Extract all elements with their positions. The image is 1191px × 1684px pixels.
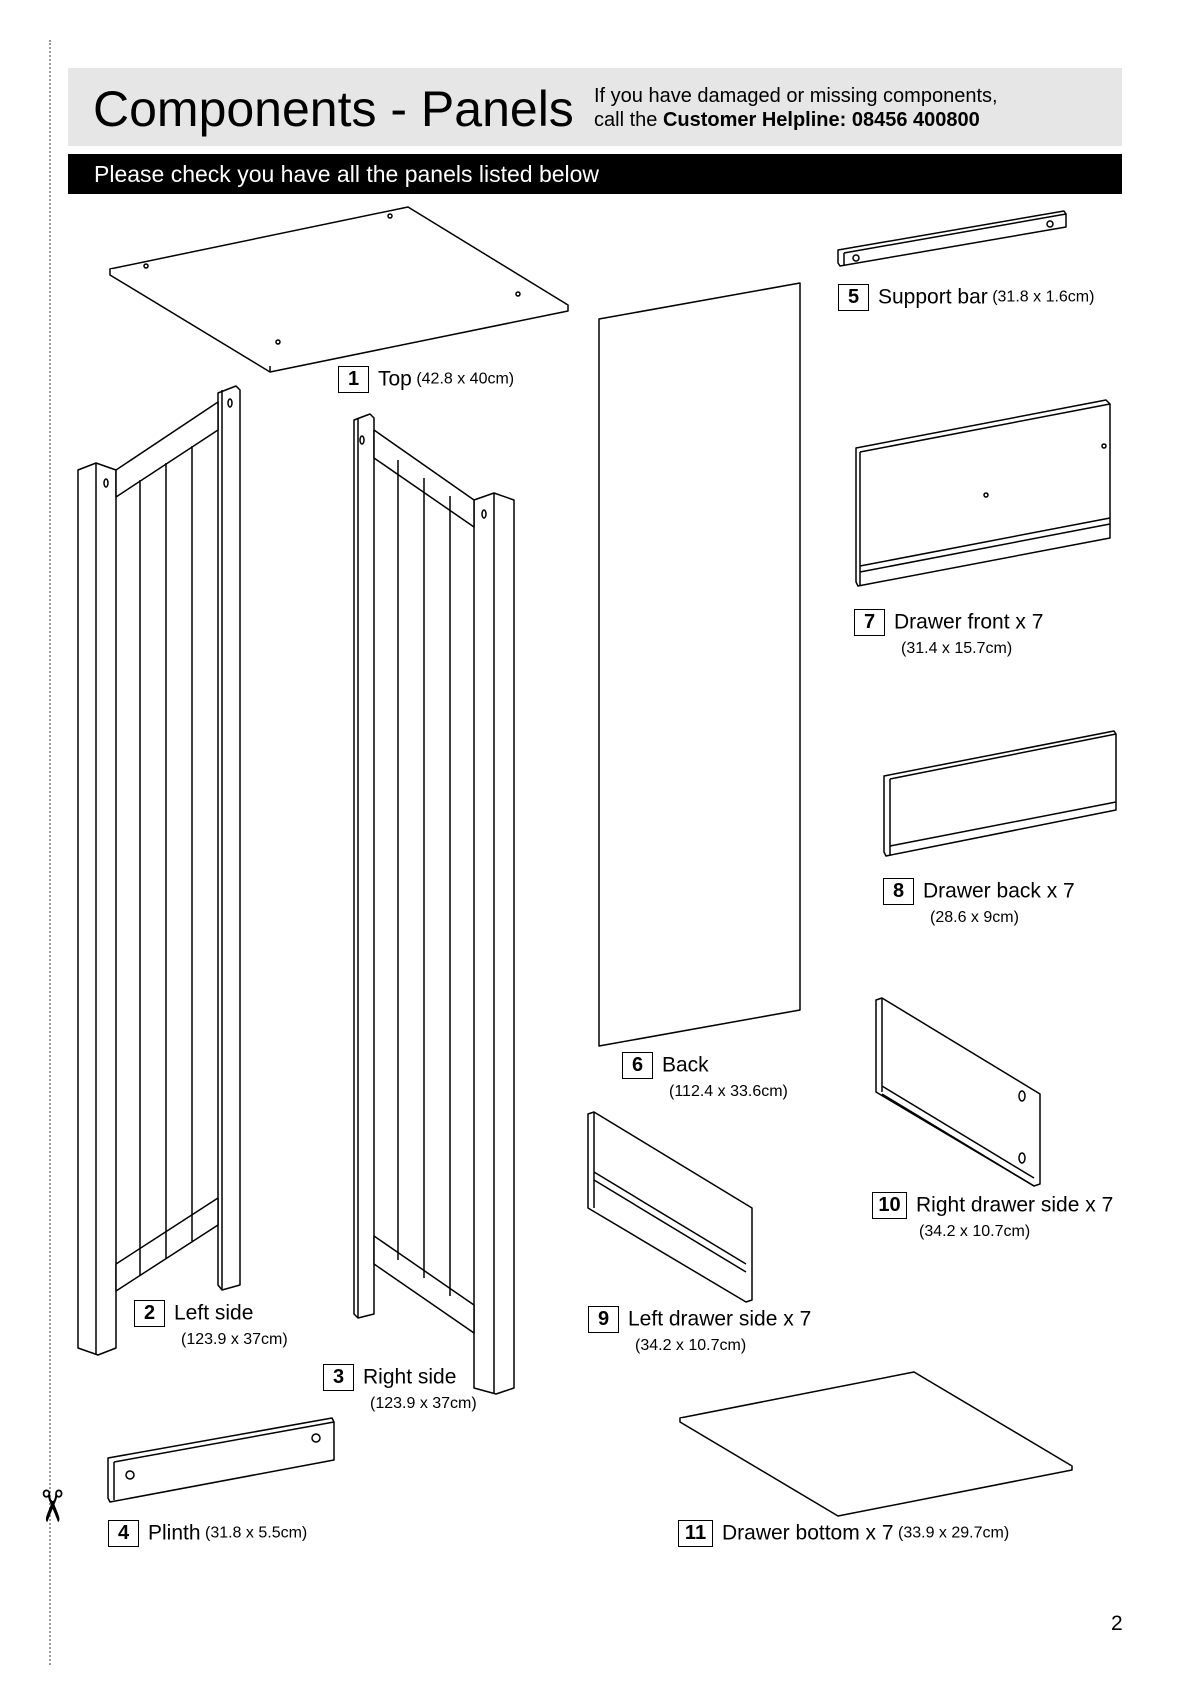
part-name: Plinth — [148, 1521, 201, 1545]
helpline-text: If you have damaged or missing component… — [594, 84, 998, 132]
part-label-support-bar: 5 Support bar (31.8 x 1.6cm) — [838, 284, 1094, 311]
instruction-banner: Please check you have all the panels lis… — [68, 154, 1122, 194]
part-label-right-drawer-side: 10 Right drawer side x 7 (34.2 x 10.7cm) — [872, 1192, 1113, 1241]
part-number: 9 — [588, 1306, 619, 1333]
part-dims: (28.6 x 9cm) — [930, 909, 1019, 926]
part-name: Left drawer side x 7 — [628, 1307, 812, 1331]
drawer-bottom-drawing — [680, 1372, 1072, 1516]
part-label-drawer-front: 7 Drawer front x 7 (31.4 x 15.7cm) — [854, 609, 1043, 658]
part-name: Drawer back x 7 — [923, 879, 1075, 903]
drawer-front-drawing — [856, 400, 1110, 586]
instruction-text: Please check you have all the panels lis… — [94, 161, 600, 187]
helpline-line-2: call the Customer Helpline: 08456 400800 — [594, 108, 998, 132]
part-number: 10 — [872, 1192, 907, 1219]
plinth-drawing — [108, 1418, 334, 1502]
drawer-back-drawing — [884, 731, 1116, 856]
part-dims: (31.4 x 15.7cm) — [901, 640, 1013, 657]
part-dims: (31.8 x 1.6cm) — [992, 288, 1095, 306]
part-dims: (31.8 x 5.5cm) — [204, 1524, 308, 1542]
part-name: Right side — [363, 1365, 457, 1389]
header-box — [68, 68, 1122, 146]
part-dims: (123.9 x 37cm) — [181, 1331, 288, 1348]
page-number: 2 — [1111, 1612, 1123, 1635]
part-number: 7 — [854, 609, 885, 636]
part-label-top: 1 Top (42.8 x 40cm) — [338, 366, 514, 393]
part-dims: (112.4 x 33.6cm) — [669, 1083, 788, 1100]
part-number: 1 — [338, 366, 369, 393]
part-label-left-side: 2 Left side (123.9 x 37cm) — [134, 1300, 288, 1349]
part-dims: (123.9 x 37cm) — [370, 1395, 477, 1412]
part-name: Drawer front x 7 — [894, 610, 1044, 634]
part-name: Back — [662, 1053, 709, 1077]
part-dims: (34.2 x 10.7cm) — [635, 1337, 747, 1354]
top-panel-drawing — [110, 207, 568, 372]
part-number: 2 — [134, 1300, 165, 1327]
part-label-back: 6 Back (112.4 x 33.6cm) — [622, 1052, 788, 1101]
part-number: 5 — [838, 284, 869, 311]
part-name: Right drawer side x 7 — [916, 1193, 1114, 1217]
part-number: 6 — [622, 1052, 653, 1079]
helpline-line-1: If you have damaged or missing component… — [594, 85, 998, 107]
part-name: Support bar — [878, 285, 988, 309]
part-dims: (33.9 x 29.7cm) — [898, 1524, 1010, 1542]
part-number: 4 — [108, 1520, 139, 1547]
helpline-call: call the — [594, 109, 658, 131]
part-number: 8 — [883, 878, 914, 905]
right-side-panel-drawing — [354, 414, 514, 1394]
part-name: Top — [378, 367, 412, 391]
part-dims: (34.2 x 10.7cm) — [919, 1223, 1031, 1240]
part-number: 11 — [678, 1520, 713, 1547]
left-side-panel-drawing — [78, 386, 240, 1355]
part-name: Left side — [174, 1301, 254, 1325]
support-bar-drawing — [838, 211, 1066, 266]
part-label-plinth: 4 Plinth (31.8 x 5.5cm) — [108, 1520, 307, 1547]
back-panel-drawing — [599, 283, 800, 1046]
part-label-drawer-back: 8 Drawer back x 7 (28.6 x 9cm) — [883, 878, 1075, 927]
part-number: 3 — [323, 1364, 354, 1391]
part-name: Drawer bottom x 7 — [722, 1521, 894, 1545]
part-label-drawer-bottom: 11 Drawer bottom x 7 (33.9 x 29.7cm) — [678, 1520, 1009, 1547]
cut-line — [49, 40, 51, 1665]
helpline-number: Customer Helpline: 08456 400800 — [662, 109, 980, 131]
left-drawer-side-drawing — [588, 1112, 752, 1302]
part-dims: (42.8 x 40cm) — [416, 370, 515, 388]
page-title: Components - Panels — [93, 81, 574, 137]
part-label-right-side: 3 Right side (123.9 x 37cm) — [323, 1364, 477, 1413]
right-drawer-side-drawing — [876, 998, 1040, 1186]
part-label-left-drawer-side: 9 Left drawer side x 7 (34.2 x 10.7cm) — [588, 1306, 811, 1355]
